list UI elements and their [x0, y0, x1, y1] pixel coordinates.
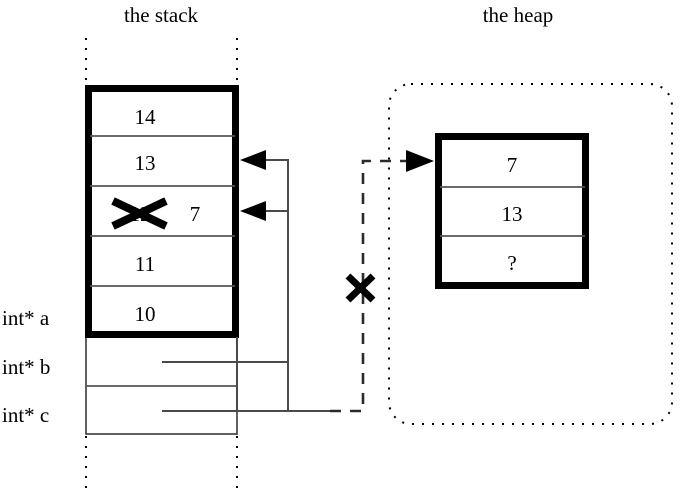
stack-cell-value-13: 13	[135, 151, 156, 175]
stack-cell-value-14: 14	[135, 105, 157, 129]
stack-title: the stack	[124, 3, 199, 27]
stack-cell-value-11: 11	[135, 252, 155, 276]
var-label-b: int* b	[2, 355, 50, 379]
dangling-pointer-path	[330, 159, 416, 413]
heap-title: the heap	[483, 3, 554, 27]
heap-cell-value-7: 7	[507, 153, 518, 177]
pointer-b-path	[162, 210, 289, 363]
var-label-c: int* c	[2, 403, 49, 427]
stack-frame	[85, 85, 239, 338]
dangling-pointer-arrowhead	[406, 150, 434, 172]
heap-cell-value-13: 13	[502, 202, 523, 226]
pointer-a-path	[236, 159, 289, 412]
heap-cell-value-unknown: ?	[507, 251, 516, 275]
pointer-a-arrowhead	[240, 150, 266, 170]
stack-cell-overwrite-value-7: 7	[190, 202, 201, 226]
pointer-b-arrowhead	[240, 201, 266, 221]
invalid-pointer-x-icon	[345, 273, 376, 303]
stack-cell-value-10: 10	[135, 302, 156, 326]
heap-frame	[435, 133, 589, 289]
struck-value-x-icon	[111, 197, 168, 230]
heap-boundary	[388, 83, 673, 425]
var-label-a: int* a	[2, 306, 50, 330]
